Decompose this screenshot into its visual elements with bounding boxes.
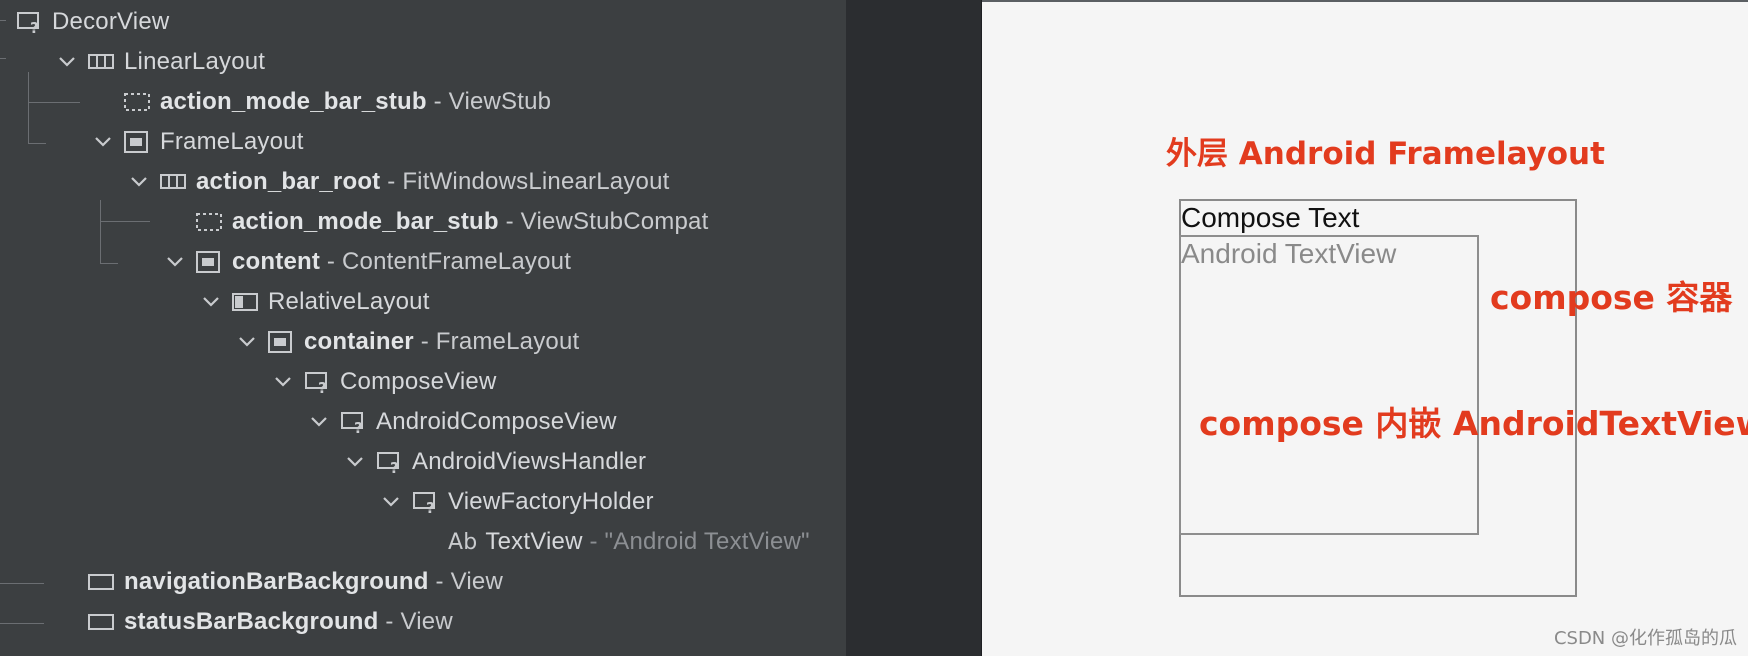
separator: - [378, 608, 401, 635]
tree-row[interactable]: ? ComposeView [272, 364, 497, 400]
tree-row[interactable]: container - FrameLayout [236, 324, 579, 360]
watermark: CSDN @化作孤岛的瓜 [1553, 628, 1737, 649]
chevron-down-icon[interactable] [236, 331, 258, 353]
svg-text:?: ? [426, 499, 435, 514]
tree-row[interactable]: ? DecorView [16, 4, 169, 40]
view-id: content [232, 248, 321, 275]
frame-layout-icon [196, 250, 224, 274]
view-class: AndroidComposeView [376, 408, 617, 435]
view-layout-icon [88, 570, 116, 594]
separator: - [413, 328, 436, 355]
preview-top-border [982, 0, 1748, 2]
linear-layout-icon [88, 50, 116, 74]
device-preview[interactable]: 外层 Android Framelayout Compose Text Andr… [981, 0, 1748, 656]
tree-row[interactable]: action_mode_bar_stub - ViewStubCompat [196, 204, 708, 240]
view-class: View [450, 568, 503, 595]
tree-connector [0, 20, 6, 21]
chevron-down-icon[interactable] [92, 131, 114, 153]
tree-row[interactable]: content - ContentFrameLayout [164, 244, 571, 280]
view-id: navigationBarBackground [124, 568, 429, 595]
view-id: action_bar_root [196, 168, 381, 195]
view-class: AndroidViewsHandler [412, 448, 647, 475]
chevron-down-icon[interactable] [272, 371, 294, 393]
tree-row[interactable]: action_bar_root - FitWindowsLinearLayout [128, 164, 670, 200]
view-id: statusBarBackground [124, 608, 379, 635]
frame-layout-icon [268, 330, 296, 354]
tree-row[interactable]: Ab TextView - "Android TextView" [448, 524, 810, 560]
linear-layout-icon [160, 170, 188, 194]
unknown-layout-icon: ? [376, 450, 404, 474]
outer-framelayout-label: 外层 Android Framelayout [1166, 136, 1605, 172]
svg-text:?: ? [30, 19, 39, 34]
tree-connector [0, 58, 6, 59]
chevron-down-icon[interactable] [56, 51, 78, 73]
tree-connector [0, 583, 44, 584]
svg-text:?: ? [318, 379, 327, 394]
chevron-down-icon[interactable] [380, 491, 402, 513]
separator: - [380, 168, 403, 195]
unknown-layout-icon: ? [16, 10, 44, 34]
textview-value: - "Android TextView" [582, 528, 810, 555]
view-class: LinearLayout [124, 48, 266, 75]
view-class: ViewStub [448, 88, 552, 115]
separator: - [426, 88, 449, 115]
chevron-down-icon[interactable] [344, 451, 366, 473]
chevron-down-icon[interactable] [308, 411, 330, 433]
view-class: FrameLayout [435, 328, 580, 355]
view-class: View [400, 608, 453, 635]
separator: - [428, 568, 451, 595]
tree-row[interactable]: FrameLayout [92, 124, 304, 160]
unknown-layout-icon: ? [340, 410, 368, 434]
view-class: DecorView [52, 8, 170, 35]
tree-connector [100, 263, 118, 264]
view-layout-icon [88, 610, 116, 634]
view-class: ViewFactoryHolder [448, 488, 654, 515]
svg-text:?: ? [390, 459, 399, 474]
separator: - [320, 248, 342, 275]
unknown-layout-icon: ? [412, 490, 440, 514]
tree-connector [100, 200, 101, 264]
separator: - [498, 208, 521, 235]
compose-text[interactable]: Compose Text [1181, 202, 1360, 233]
chevron-down-icon[interactable] [164, 251, 186, 273]
tree-row[interactable]: ? ViewFactoryHolder [380, 484, 654, 520]
android-textview[interactable]: Android TextView [1181, 238, 1397, 269]
relative-layout-icon [232, 290, 260, 314]
tree-row[interactable]: RelativeLayout [200, 284, 430, 320]
panel-divider[interactable] [846, 0, 981, 656]
tree-row[interactable]: statusBarBackground - View [88, 604, 453, 640]
view-class: ContentFrameLayout [342, 248, 572, 275]
view-id: action_mode_bar_stub [232, 208, 499, 235]
svg-text:?: ? [354, 419, 363, 434]
view-class: FrameLayout [160, 128, 304, 155]
view-class: RelativeLayout [268, 288, 430, 315]
tree-row[interactable]: LinearLayout [56, 44, 265, 80]
compose-container-box[interactable] [1179, 235, 1479, 535]
view-class: ComposeView [340, 368, 497, 395]
embedded-textview-label: compose 内嵌 AndroidTextView [1199, 404, 1748, 443]
view-id: action_mode_bar_stub [160, 88, 427, 115]
unknown-layout-icon: ? [304, 370, 332, 394]
tree-row[interactable]: ? AndroidViewsHandler [344, 444, 646, 480]
chevron-down-icon[interactable] [200, 291, 222, 313]
tree-connector [28, 143, 46, 144]
tree-row[interactable]: navigationBarBackground - View [88, 564, 503, 600]
tree-connector [0, 623, 44, 624]
tree-row[interactable]: ? AndroidComposeView [308, 404, 617, 440]
view-id: container [304, 328, 414, 355]
tree-connector [28, 102, 80, 103]
tree-row[interactable]: action_mode_bar_stub - ViewStub [124, 84, 551, 120]
tree-connector [100, 221, 150, 222]
view-class: FitWindowsLinearLayout [402, 168, 670, 195]
tree-connector [28, 72, 29, 144]
stub-layout-icon [124, 90, 152, 114]
view-class: TextView [485, 528, 583, 555]
compose-container-label: compose 容器 [1490, 278, 1733, 317]
stub-layout-icon [196, 210, 224, 234]
view-class: ViewStubCompat [520, 208, 709, 235]
chevron-down-icon[interactable] [128, 171, 150, 193]
frame-layout-icon [124, 130, 152, 154]
textview-icon: Ab [448, 529, 478, 555]
